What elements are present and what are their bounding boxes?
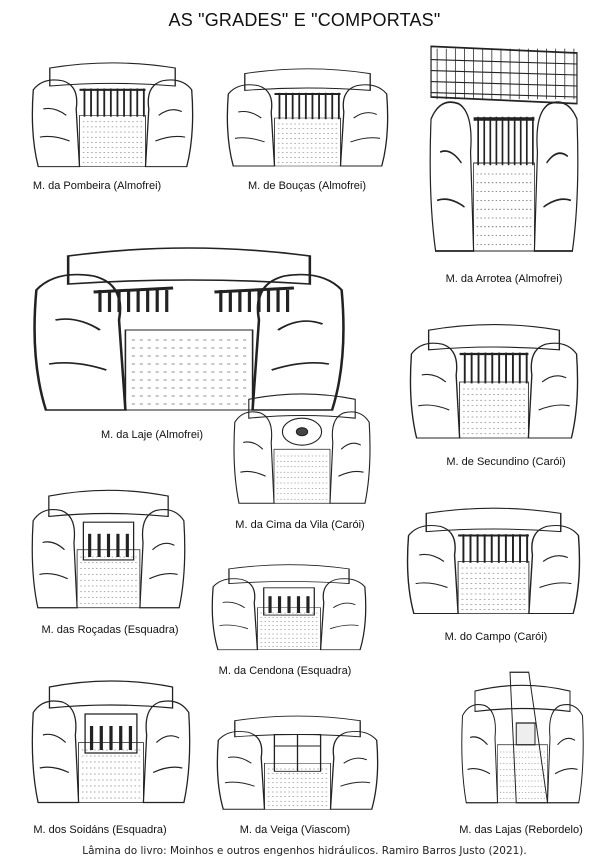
channel	[79, 115, 146, 167]
lintel-slab	[474, 684, 571, 713]
stone	[339, 84, 389, 167]
lintel-slab	[48, 489, 169, 518]
stone	[533, 101, 579, 252]
stone	[546, 704, 584, 804]
stone	[139, 509, 186, 609]
illustration-cima-da-vila	[232, 375, 372, 510]
stone	[251, 273, 345, 411]
channel	[473, 162, 535, 252]
page-title: AS "GRADES" E "COMPORTAS"	[168, 10, 441, 30]
stone	[31, 509, 78, 609]
stone	[226, 84, 276, 167]
stone	[409, 342, 461, 439]
illustration-soidans	[30, 660, 192, 810]
channel	[124, 329, 254, 411]
caption-rocadas: M. das Roçadas (Esquadra)	[41, 624, 179, 636]
illustration-lajas	[460, 665, 585, 810]
caption-boucas: M. de Bouças (Almofrei)	[248, 180, 366, 192]
channel	[257, 607, 321, 651]
channel	[264, 762, 331, 810]
channel	[76, 549, 141, 609]
source-credit: Lâmina do livro: Moinhos e outros engenh…	[82, 845, 527, 857]
caption-soidans: M. dos Soidáns (Esquadra)	[33, 824, 167, 836]
illustration-secundino	[408, 305, 580, 445]
stone	[142, 700, 191, 804]
illustration-laje	[30, 220, 348, 420]
lintel-slab	[234, 715, 361, 738]
caption-laje: M. da Laje (Almofrei)	[100, 429, 204, 441]
caption-campo: M. do Campo (Carói)	[444, 631, 548, 643]
channel	[457, 561, 530, 614]
caption-lajas: M. das Lajas (Rebordelo)	[459, 824, 583, 836]
illustration-rocadas	[30, 470, 187, 615]
lintel-slab	[228, 564, 350, 585]
lintel-slab	[248, 393, 356, 419]
stone	[406, 524, 459, 615]
caption-cima-da-vila: M. da Cima da Vila (Carói)	[235, 519, 365, 531]
lintel-slab	[425, 507, 562, 533]
caption-pombeira: M. da Pombeira (Almofrei)	[32, 180, 162, 192]
channel	[274, 117, 341, 167]
channel	[273, 448, 331, 504]
caption-arrotea: M. da Arrotea (Almofrei)	[445, 273, 563, 285]
stone	[31, 700, 80, 804]
stone	[329, 411, 371, 504]
stone	[461, 704, 499, 804]
stone	[527, 342, 579, 439]
channel	[459, 381, 529, 439]
stone	[429, 101, 475, 252]
stone	[233, 411, 275, 504]
caption-veiga: M. da Veiga (Viascom)	[239, 824, 351, 836]
illustration-veiga	[215, 700, 380, 815]
stone	[528, 524, 581, 615]
channel	[78, 742, 144, 803]
lintel-slab	[244, 68, 371, 91]
caption-cendona: M. da Cendona (Esquadra)	[218, 665, 352, 677]
stone	[211, 578, 259, 651]
lintel-slab	[48, 680, 174, 709]
lintel-slab	[49, 62, 176, 87]
lintel-slab	[66, 247, 312, 285]
illustration-cendona	[210, 550, 368, 655]
stone	[329, 730, 379, 810]
caption-secundino: M. de Secundino (Carói)	[446, 456, 566, 468]
illustration-pombeira	[30, 45, 195, 173]
stone	[31, 79, 81, 168]
stone	[319, 578, 367, 651]
stone	[33, 273, 127, 411]
stone	[216, 730, 266, 810]
illustration-arrotea	[428, 42, 580, 262]
stone	[144, 79, 194, 168]
lintel-slab	[427, 324, 561, 351]
illustration-campo	[405, 490, 582, 620]
illustration-boucas	[225, 52, 390, 172]
